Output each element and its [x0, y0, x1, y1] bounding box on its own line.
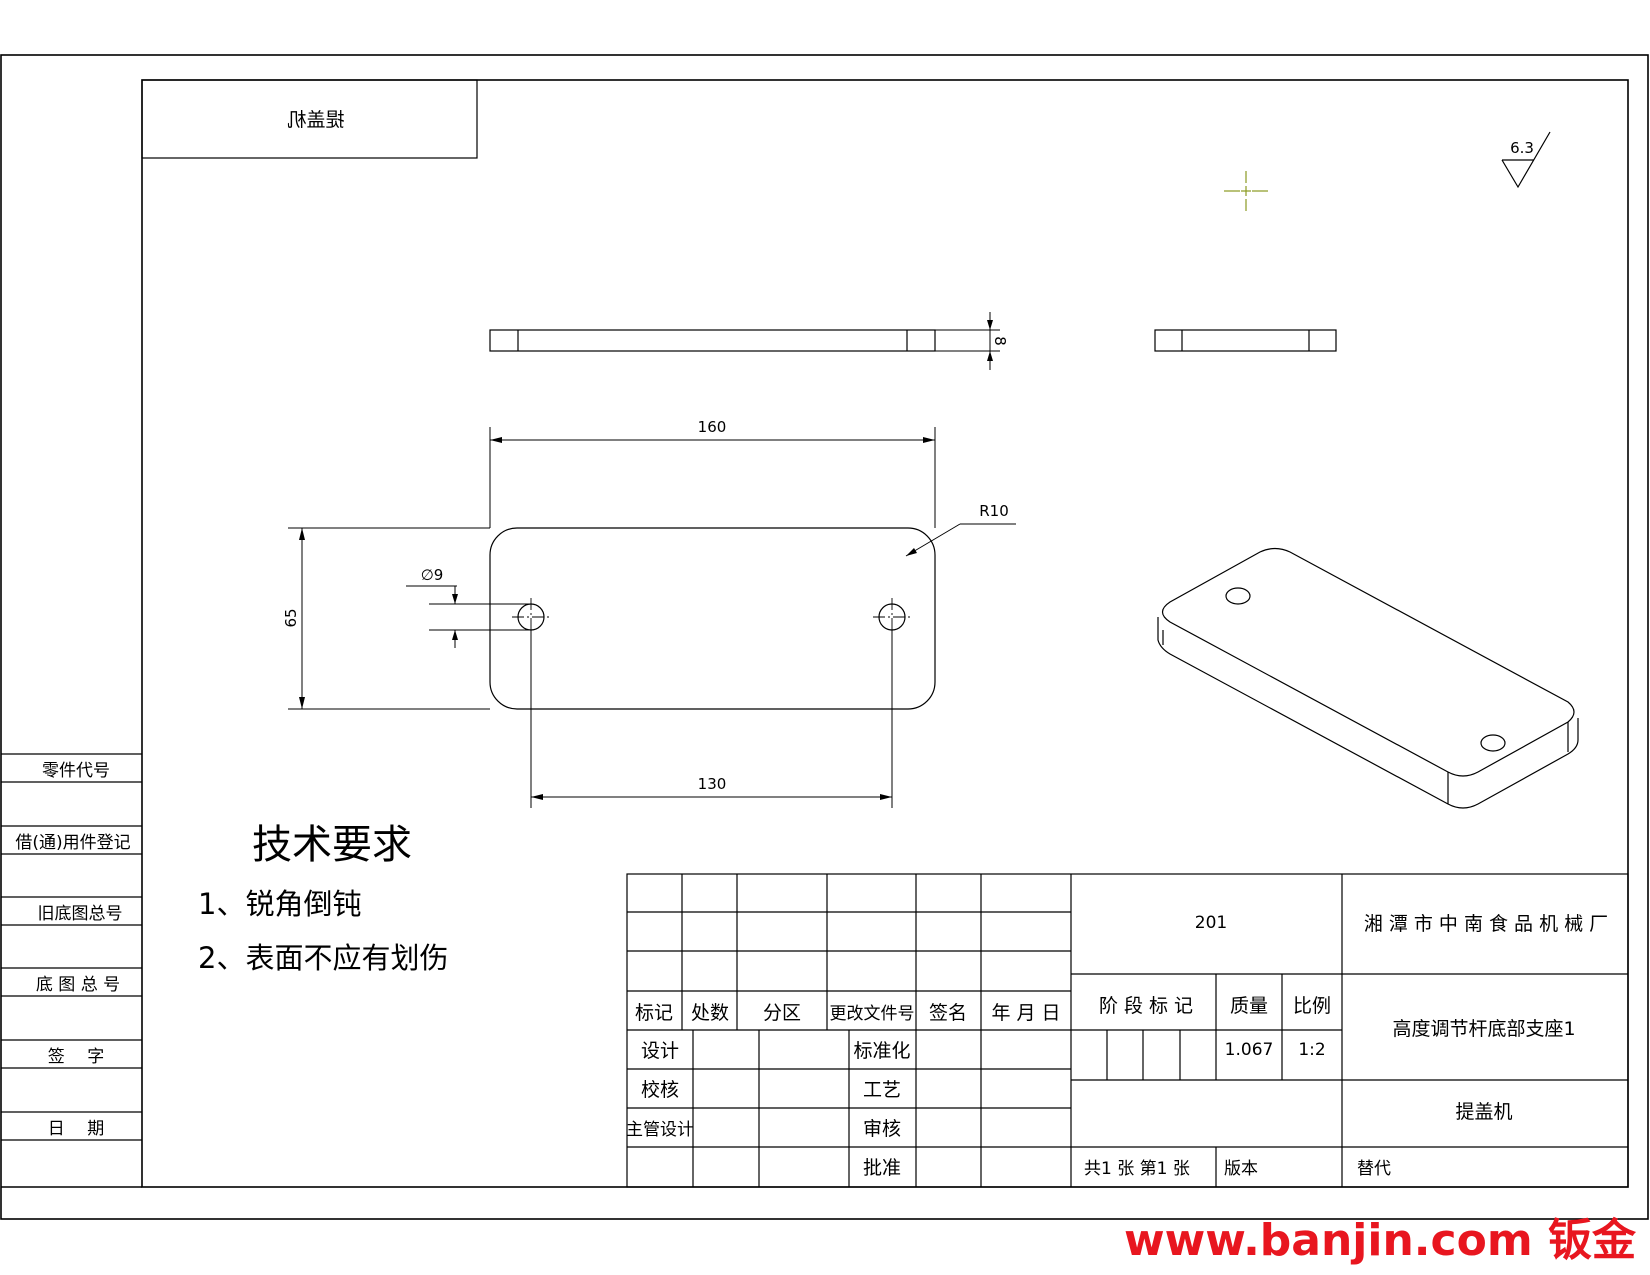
dim-hole-diameter: ∅9 [421, 566, 444, 584]
sign-role: 主管设计 [626, 1120, 694, 1140]
revision-header: 处数 [691, 1002, 729, 1024]
register-label: 借(通)用件登记 [15, 833, 130, 853]
company-name: 湘 潭 市 中 南 食 品 机 械 厂 [1364, 913, 1608, 935]
title-block: 标记 处数 分区 更改文件号 签名 年 月 日 设计 校核 主管设计 标准化 工… [626, 873, 1629, 1188]
register-label: 旧底图总号 [38, 904, 123, 924]
front-view: 8 [489, 312, 1009, 370]
header-title-mirrored: 提盖机 [287, 109, 344, 131]
sign-role-2: 审核 [863, 1118, 901, 1140]
register-label: 签 字 [48, 1047, 104, 1067]
part-name: 高度调节杆底部支座1 [1392, 1018, 1575, 1040]
mass-label: 质量 [1230, 995, 1268, 1017]
scale-value: 1:2 [1298, 1040, 1325, 1060]
revision-header: 更改文件号 [830, 1004, 915, 1024]
roughness-value: 6.3 [1510, 139, 1534, 157]
version-label: 版本 [1224, 1159, 1258, 1179]
dim-radius: R10 [979, 502, 1009, 520]
drawing-number: 201 [1195, 913, 1227, 933]
revision-header: 签名 [929, 1002, 967, 1024]
dim-hole-spacing: 130 [698, 775, 727, 793]
register-label: 零件代号 [42, 761, 110, 781]
dim-width: 65 [282, 608, 300, 627]
header-box: 提盖机 [141, 79, 478, 159]
sign-role-2: 批准 [863, 1157, 901, 1179]
roughness-symbol: 6.3 [1501, 131, 1551, 189]
product-name: 提盖机 [1455, 1101, 1512, 1123]
tech-requirements-title: 技术要求 [252, 822, 412, 868]
tech-requirement-item: 2、表面不应有划伤 [198, 941, 448, 975]
top-view: 160 65 130 R10 ∅9 [282, 418, 1016, 808]
side-view [1154, 329, 1337, 352]
revision-header: 分区 [763, 1002, 801, 1024]
mass-value: 1.067 [1225, 1040, 1274, 1060]
sign-role: 校核 [641, 1079, 679, 1101]
sign-role-2: 工艺 [863, 1079, 901, 1101]
revision-header: 年 月 日 [991, 1002, 1060, 1024]
drawing-frame [0, 54, 1649, 1220]
register-label: 底 图 总 号 [36, 975, 120, 995]
tech-requirement-item: 1、锐角倒钝 [198, 887, 361, 921]
register-label: 日 期 [48, 1119, 104, 1139]
dim-thickness: 8 [991, 336, 1009, 346]
isometric-view [1157, 547, 1579, 809]
sign-role-2: 标准化 [853, 1040, 910, 1062]
replace-label: 替代 [1357, 1159, 1391, 1179]
side-register: 零件代号 借(通)用件登记 旧底图总号 底 图 总 号 签 字 日 期 [1, 753, 142, 1141]
sign-role: 设计 [641, 1040, 679, 1062]
scale-label: 比例 [1293, 995, 1331, 1017]
tech-requirements: 技术要求 1、锐角倒钝 2、表面不应有划伤 [198, 822, 448, 975]
center-marker-icon [1224, 171, 1268, 211]
stage-mark-label: 阶 段 标 记 [1099, 995, 1193, 1017]
revision-header: 标记 [635, 1002, 673, 1024]
watermark: www.banjin.com 钣金 [1124, 1215, 1637, 1266]
sheet-info: 共1 张 第1 张 [1084, 1159, 1190, 1179]
dim-length: 160 [698, 418, 727, 436]
